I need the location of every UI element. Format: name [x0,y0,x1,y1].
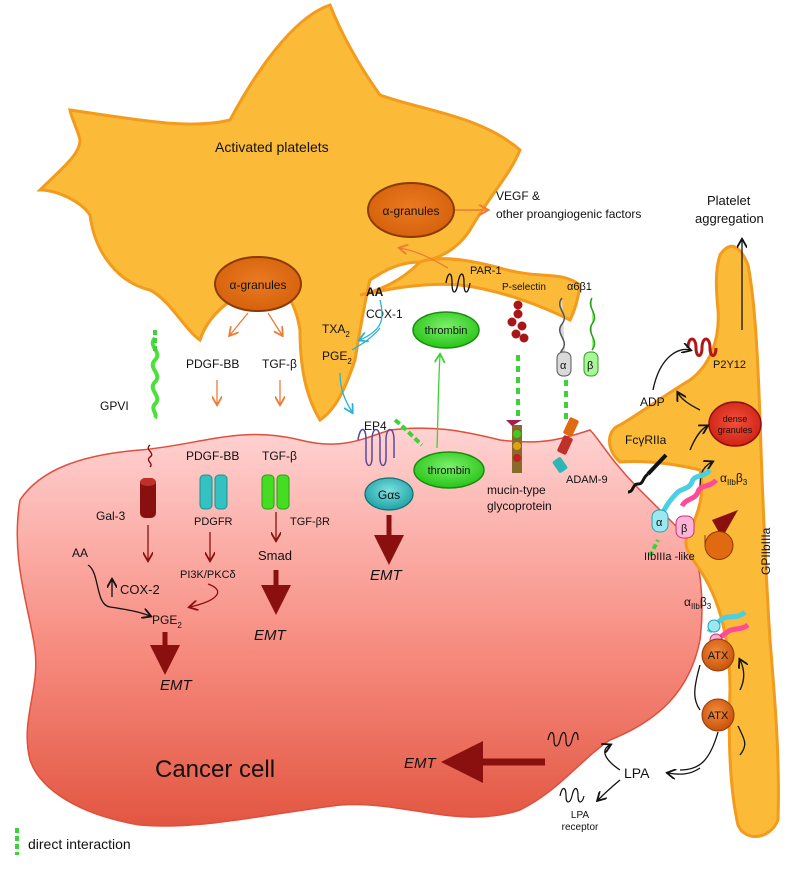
lpa-receptor-upper [547,731,579,747]
pge2-platelet-label: PGE2 [322,349,352,366]
pdgf-bb-label: PDGF-BB [186,449,239,463]
dense-granules-label-1: dense [723,414,748,424]
direct-interaction-thrombin [393,418,424,447]
pdgfr-receptor-a [199,474,213,510]
ep4-label: EP4 [364,419,387,433]
cancer-cell-body [16,427,703,827]
par1-receptor [445,273,471,293]
gpiibiiia-pacman [704,531,734,560]
smad-label: Smad [258,548,292,563]
lpa-receptor-label-2: receptor [562,822,599,833]
tgfb-top-label: TGF-β [262,357,297,371]
emt-label-lpa: EMT [404,755,438,772]
pi3k-label: PI3K/PKCδ [180,569,236,581]
gal3-receptor [140,478,156,518]
a6-beta-label: β [587,360,593,372]
platelet-aggregation-label-1: Platelet [707,193,751,208]
integrin-beta-label: β [681,523,687,535]
gas-protein [364,477,414,511]
alpha-granules-top [367,182,455,238]
vegf-label-2: other proangiogenic factors [496,207,641,221]
cox1-label: COX-1 [366,307,403,321]
mucin-label-2: glycoprotein [487,499,552,513]
pdgfr-label: PDGFR [194,516,233,528]
gpiibiiia-label: GPIIbIIIa [759,527,773,575]
aiib-b3-label-2: αIIbβ3 [684,595,712,611]
p2y12-receptor [686,337,718,357]
adam9-protein [552,417,579,473]
gal3-label: Gal-3 [96,509,126,523]
atx-lower [701,698,735,732]
thrombin-top [412,311,480,349]
gas-label: Gαs [378,488,400,502]
p-selectin-label: P-selectin [502,282,546,293]
lpa-label: LPA [624,765,650,781]
tgfb-label: TGF-β [262,449,297,463]
tgfbr-label: TGF-βR [290,516,330,528]
dense-granules-label-2: granules [718,425,753,435]
atx-upper-label: ATX [708,650,729,662]
par1-label: PAR-1 [470,265,502,277]
gpvi-label: GPVI [100,399,129,413]
a6b1-label: α6β1 [567,281,592,293]
fcgriia-receptor [646,453,668,476]
alpha-granules-left [214,256,302,312]
mucin-label-1: mucin-type [487,483,546,497]
pdgf-bb-top-label: PDGF-BB [186,357,239,371]
adp-label: ADP [640,395,665,409]
a6-alpha-label: α [560,360,567,372]
alpha-granules-top-label: α-granules [383,204,440,218]
cancer-aa-label: AA [72,546,88,560]
iibiiia-like-label: IIbIIIa -like [644,551,695,563]
emt-label-pge2: EMT [160,677,194,694]
aiib-b3-integrin [651,468,718,539]
integrin-alpha-label: α [656,517,663,529]
platelet-aggregation-label-2: aggregation [695,211,764,226]
dense-granules [708,401,762,447]
p2y12-label: P2Y12 [713,359,746,371]
thrombin-cancer [413,451,485,489]
legend-direct-label: direct interaction [28,836,131,852]
gpvi-receptor [150,336,160,420]
pdgfr-receptor-b [214,474,228,510]
adam9-label: ADAM-9 [566,474,608,486]
vegf-label-1: VEGF & [496,189,540,203]
ep4-receptor [357,428,395,467]
thrombin-cancer-label: thrombin [428,465,471,477]
mucin-glycoprotein [506,420,522,473]
aiib-b3-label: αIIbβ3 [720,471,748,487]
p-selectin-molecule [507,300,529,343]
activated-platelets-title: Activated platelets [215,139,329,155]
cancer-pge2-label: PGE2 [152,613,182,630]
thrombin-top-label: thrombin [425,325,468,337]
cox2-label: COX-2 [120,582,160,597]
alpha-granules-left-label: α-granules [230,278,287,292]
tgfbr-receptor-b [276,474,290,510]
emt-label-ep4: EMT [370,567,404,584]
txa2-label: TXA2 [322,322,350,339]
tgfbr-receptor-a [261,474,275,510]
atx-upper [701,638,735,672]
cancer-cell-title: Cancer cell [155,756,275,783]
activated-platelet-body [36,3,522,423]
aa-label: AA [366,285,384,299]
direct-interaction-iibiiia [648,539,660,557]
lpa-receptor-label-1: LPA [571,810,589,821]
emt-label-smad: EMT [254,627,288,644]
lpa-receptor-lower [559,787,585,803]
beta-subunit [589,297,596,351]
fcgriia-label: FcγRIIa [625,433,667,447]
atx-lower-label: ATX [708,710,729,722]
